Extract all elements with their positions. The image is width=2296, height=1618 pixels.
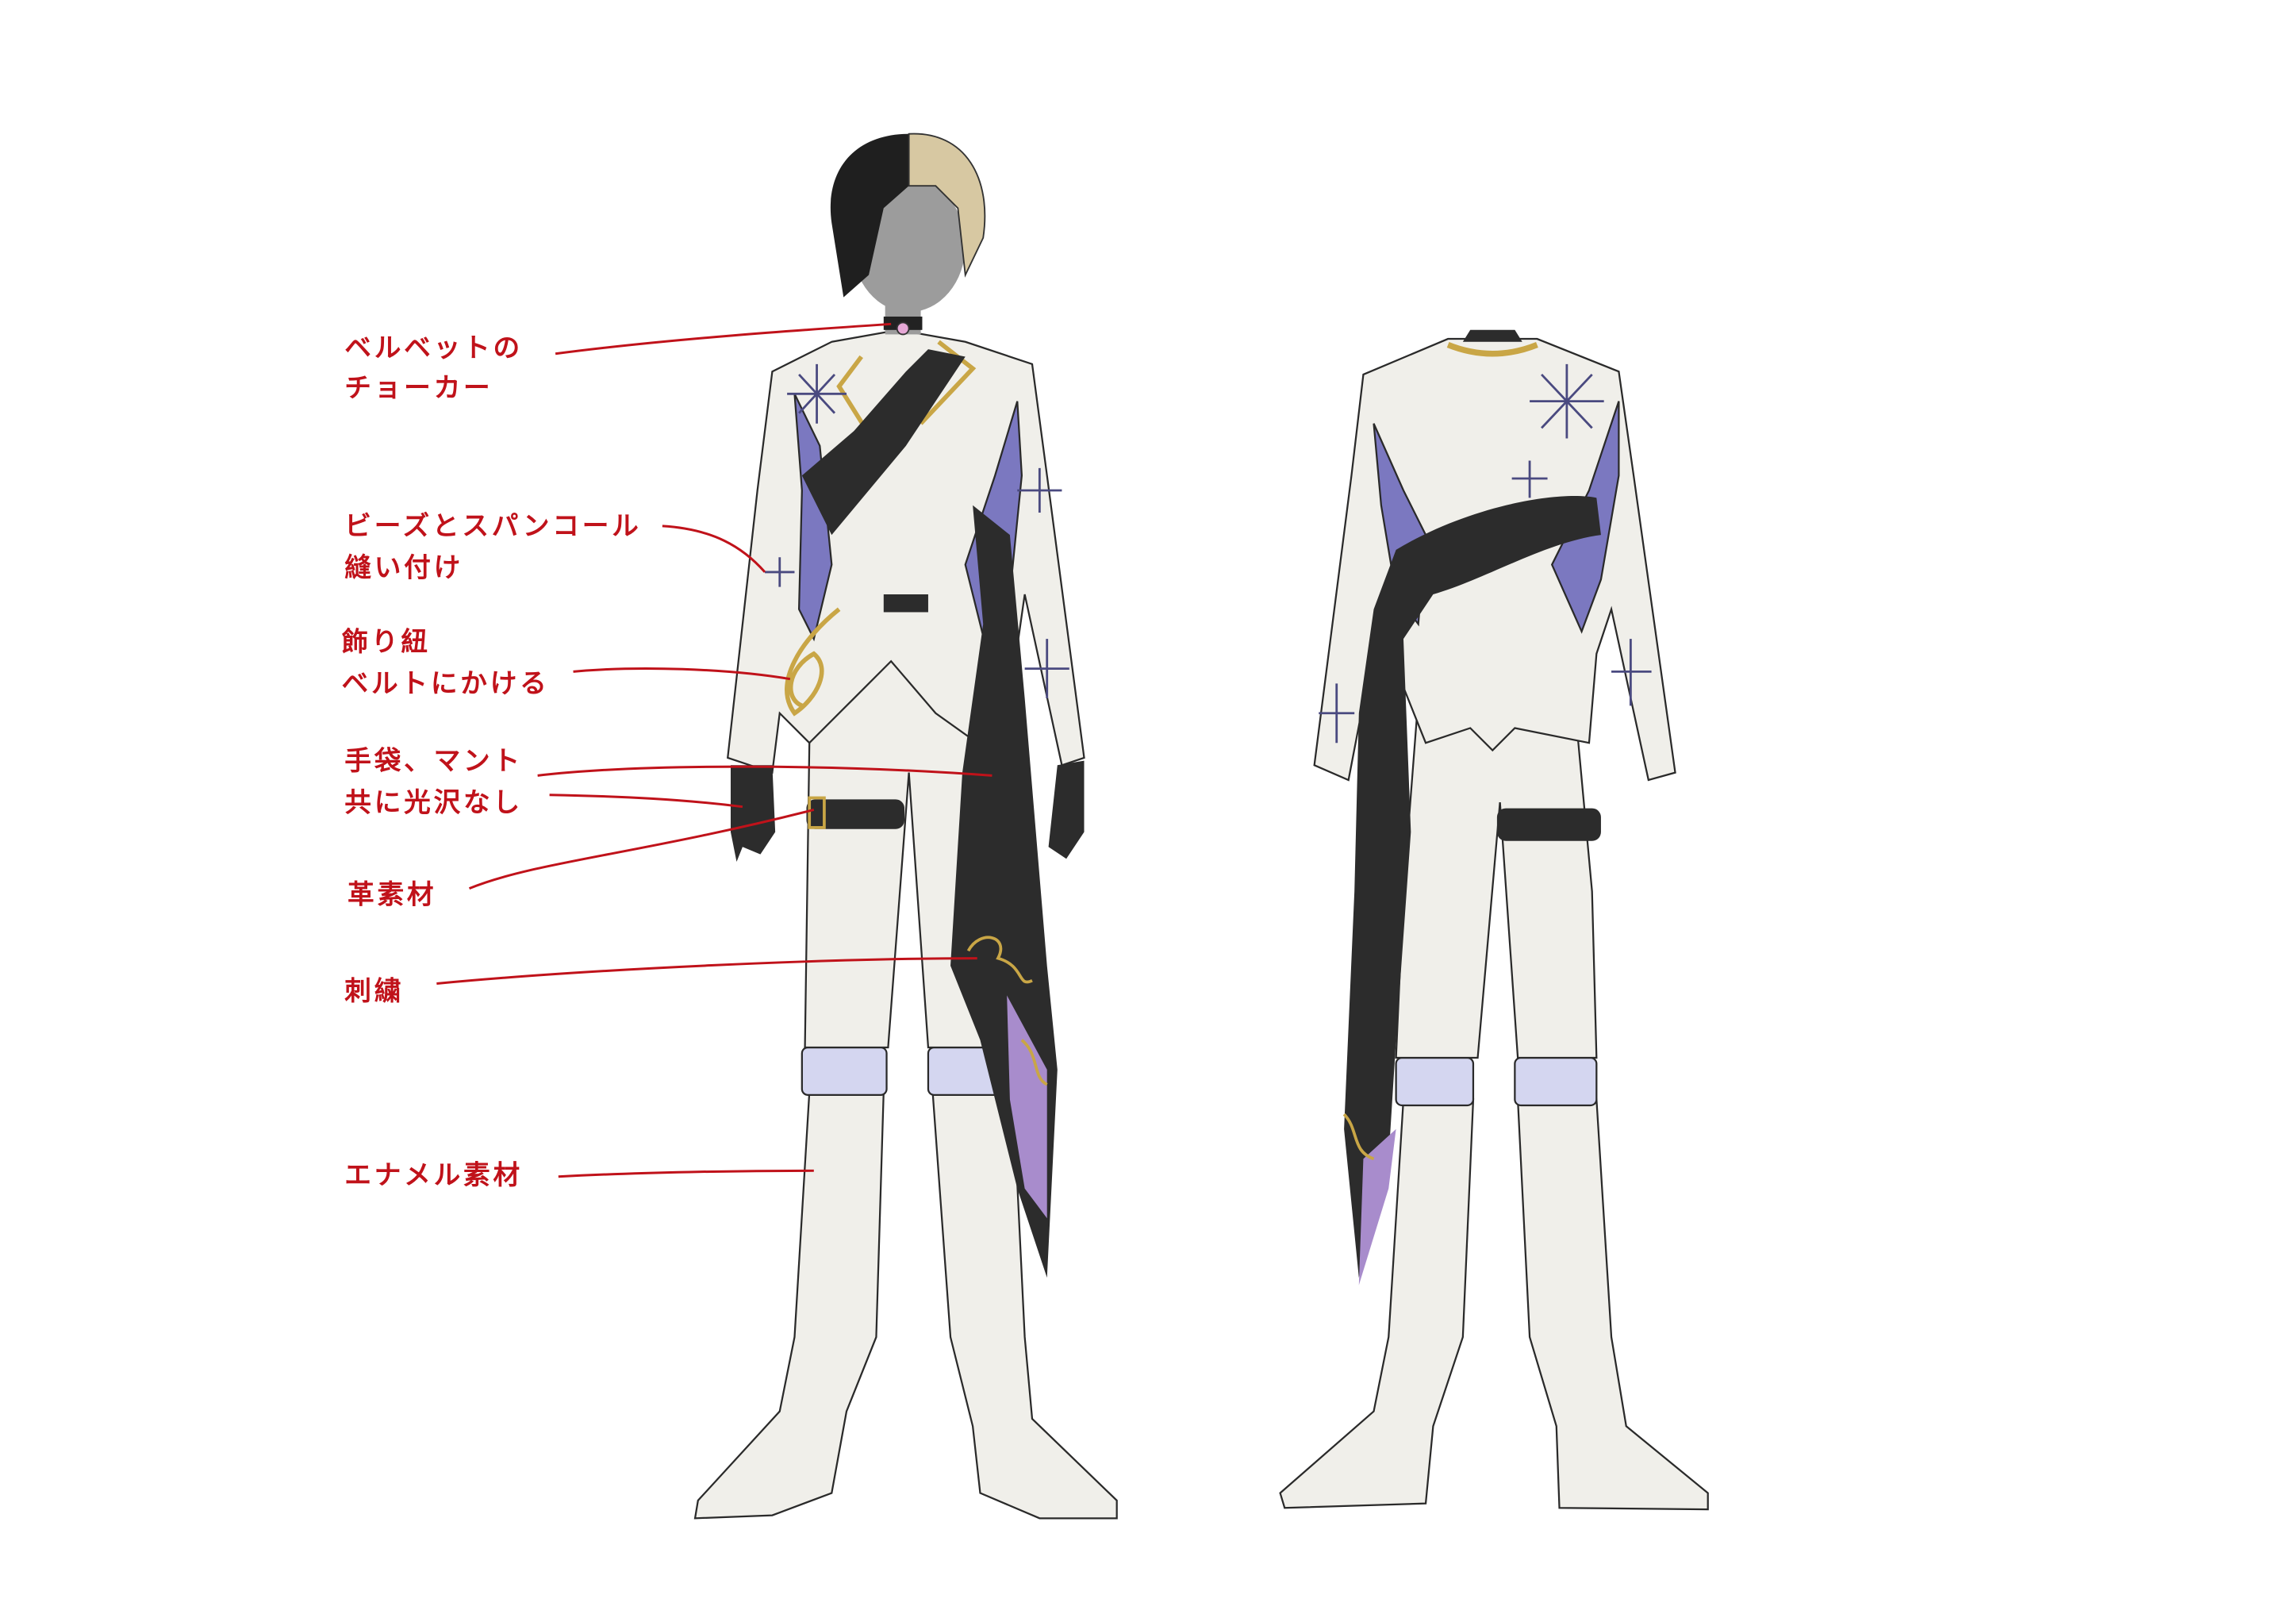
back-left-boot [1279, 1098, 1475, 1509]
back-collar-trim [1446, 342, 1538, 357]
front-left-boot-cuff [801, 1046, 888, 1096]
front-left-boot [693, 1090, 885, 1520]
leader-line [555, 322, 892, 355]
leader-line [436, 957, 977, 985]
back-mantle-lining [1358, 1128, 1396, 1286]
back-right-boot [1516, 1098, 1709, 1511]
front-left-purple-panel [793, 393, 833, 642]
annotation-decorative-cord: 飾り紐 ベルトにかける [342, 626, 791, 699]
annotation-text: 共に光沢なし [344, 786, 523, 817]
front-thigh-belt [806, 799, 905, 829]
annotation-enamel: エナメル素材 [344, 1159, 814, 1190]
annotation-text: 革素材 [347, 878, 436, 909]
annotation-text: 縫い付け [344, 552, 463, 583]
thigh-belt-buckle [808, 796, 826, 829]
annotation-text: ビーズとスパンコール [344, 510, 641, 541]
front-left-glove [730, 765, 776, 862]
front-view-figure [693, 133, 1118, 1520]
front-embroidery [966, 936, 1048, 1086]
annotation-gloves-mantle: 手袋、マント 共に光沢なし [344, 745, 993, 817]
leader-line [537, 765, 993, 777]
front-right-glove [1048, 760, 1085, 859]
leader-line [662, 525, 766, 573]
back-thigh-belt [1496, 808, 1601, 841]
leader-line [468, 808, 815, 890]
front-sash [801, 349, 966, 536]
annotation-text: 手袋、マント [344, 745, 523, 776]
annotation-leather: 革素材 [347, 808, 815, 909]
back-left-boot-cuff [1395, 1056, 1475, 1107]
front-sequin-sparkles [765, 363, 1069, 699]
back-pants [1395, 697, 1598, 1059]
annotation-text: ベルベットの [344, 332, 523, 363]
back-sequin-sparkles [1319, 363, 1652, 744]
leader-line [573, 667, 791, 681]
choker-gem [896, 321, 910, 336]
annotation-velvet-choker: ベルベットの チョーカー [344, 322, 892, 403]
annotation-text: 飾り紐 [342, 626, 431, 657]
annotation-text: 刺繍 [344, 975, 404, 1006]
leader-line [549, 794, 743, 809]
front-hair-black [830, 133, 909, 298]
front-belt [883, 594, 928, 613]
back-view-figure [1279, 329, 1709, 1511]
back-neck [1462, 329, 1522, 342]
annotation-text: ベルトにかける [342, 668, 550, 699]
annotation-text: チョーカー [344, 372, 493, 403]
annotation-beads-sequins: ビーズとスパンコール 縫い付け [344, 510, 766, 583]
back-embroidery [1342, 1113, 1375, 1161]
annotation-text: エナメル素材 [344, 1159, 523, 1190]
front-hair-blonde [908, 133, 986, 278]
front-right-boot [931, 1090, 1118, 1520]
leader-line [558, 1169, 814, 1178]
decorative-cord [785, 607, 841, 717]
back-right-boot-cuff [1514, 1056, 1598, 1107]
annotation-embroidery: 刺繍 [344, 957, 977, 1006]
